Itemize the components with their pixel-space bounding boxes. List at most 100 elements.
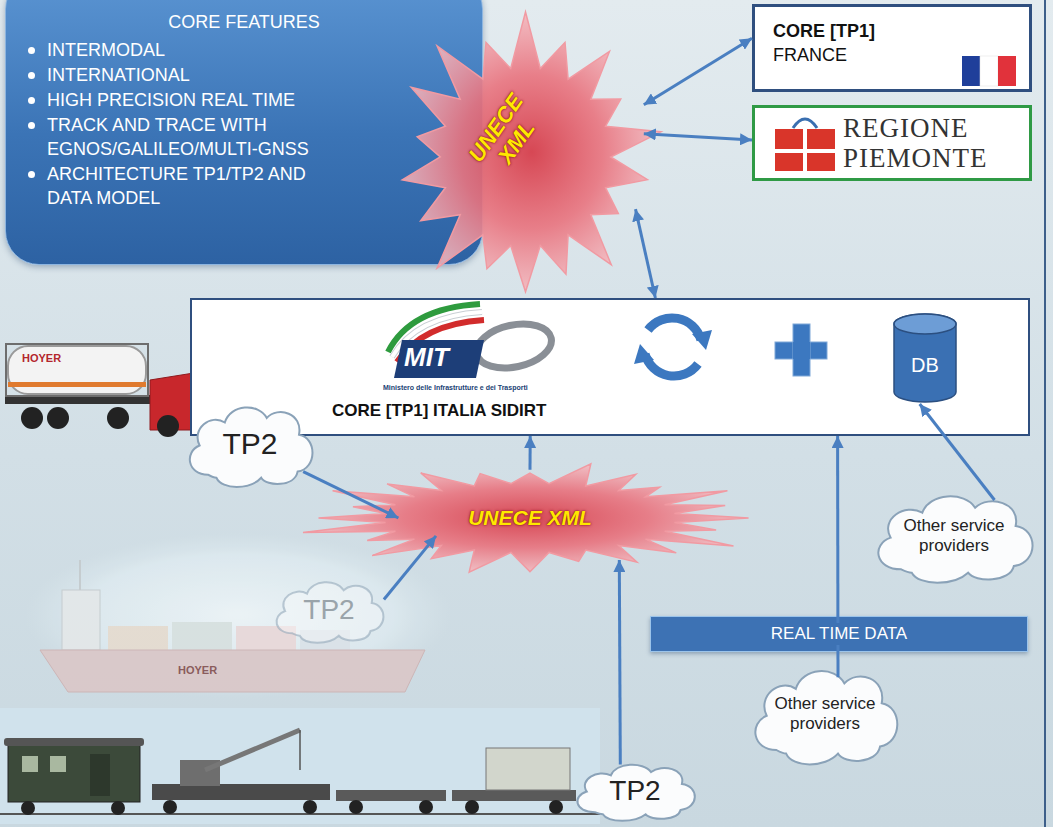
logo-text: MIT <box>404 342 449 372</box>
starburst-shape <box>388 12 663 302</box>
feature-item: TRACK AND TRACE WITH EGNOS/GALILEO/MULTI… <box>47 113 332 161</box>
flag-blue <box>962 56 980 86</box>
truck-wheel <box>47 407 69 429</box>
message-starburst: UNECE XML <box>388 12 663 302</box>
flow-arrow <box>619 560 620 765</box>
ship-bridge <box>62 590 100 650</box>
crane-arm <box>205 730 300 770</box>
crane-hook <box>299 730 301 770</box>
flow-arrow <box>920 404 995 500</box>
train-track <box>0 813 600 815</box>
brand-name: HOYER <box>22 352 61 365</box>
flow-arrow <box>636 209 656 298</box>
bullet-row: TRACK AND TRACE WITH EGNOS/GALILEO/MULTI… <box>28 113 482 161</box>
train-wheel <box>349 800 363 814</box>
plus-bar <box>793 324 810 376</box>
node-content: TP2 <box>180 398 320 490</box>
system-name: CORE [TP1] <box>773 19 1011 43</box>
flow-arrow <box>384 536 436 600</box>
flow-arrow <box>644 38 752 105</box>
emblem-square <box>807 153 835 171</box>
node-content: Other service providers <box>866 486 1042 586</box>
train-wheel <box>549 800 563 814</box>
flag-red <box>998 56 1016 86</box>
piemonte-emblem <box>775 119 835 171</box>
system-box: CORE [TP1]FRANCE <box>752 4 1032 92</box>
coach-roof <box>4 738 144 746</box>
format-label: UNECE XML <box>459 83 553 187</box>
panel-heading: CORE FEATURES <box>6 10 482 34</box>
label-holder: MIT <box>404 342 449 372</box>
flow-arrow <box>644 134 752 140</box>
crane-base <box>152 784 330 800</box>
cloud-outline <box>190 407 313 486</box>
node-content: UNECE XML <box>388 12 663 302</box>
train-wheel <box>303 800 317 814</box>
provider-cloud: Other service providers <box>866 486 1042 586</box>
node-content: TP2 <box>268 575 390 645</box>
flow-arrow <box>836 436 839 677</box>
provider-cloud: TP2 <box>568 758 702 823</box>
node-content: TP2 <box>568 758 702 823</box>
plus-bar <box>775 342 827 359</box>
flow-arrow <box>303 472 398 518</box>
provider-cloud: TP2 <box>268 575 390 645</box>
database-cylinder: DB <box>892 312 958 404</box>
train-wheel <box>163 800 177 814</box>
bullet-dot <box>28 122 35 129</box>
sync-head <box>634 344 654 364</box>
bullet-row: ARCHITECTURE TP1/TP2 AND DATA MODEL <box>28 162 482 210</box>
feature-item: ARCHITECTURE TP1/TP2 AND DATA MODEL <box>47 162 332 210</box>
emblem-square <box>807 129 835 149</box>
mit-logo <box>388 304 556 378</box>
cloud-outline <box>878 496 1032 582</box>
provider-cloud: TP2 <box>180 398 320 490</box>
ship-illustration <box>16 529 460 701</box>
label-holder: Ministero delle Infrastrutture e dei Tra… <box>383 383 528 392</box>
emblem-square <box>775 129 803 149</box>
train-illustration <box>0 708 600 824</box>
ministry-name: Ministero delle Infrastrutture e dei Tra… <box>383 383 528 392</box>
truck-wheel <box>21 407 43 429</box>
truck-wheel <box>107 407 129 429</box>
node-content: Other service providers <box>744 660 906 768</box>
node-content: CORE [TP1]FRANCE <box>755 7 1029 89</box>
node-content: DB <box>892 312 958 404</box>
node-content: REGIONE PIEMONTE <box>755 108 1029 178</box>
logo-tag <box>394 340 484 378</box>
region-box: REGIONE PIEMONTE <box>752 105 1032 181</box>
feature-panel: CORE FEATURES INTERMODALINTERNATIONALHIGH… <box>5 0 483 265</box>
flat-wagon <box>336 790 446 801</box>
frame-line <box>1044 0 1046 827</box>
sync-arc <box>648 318 701 340</box>
bullet-row: INTERMODAL <box>28 38 482 62</box>
ship-container <box>108 626 168 650</box>
core-system-box: CORE [TP1] ITALIA SIDIRTDB <box>190 298 1030 436</box>
node-content: UNECE XML <box>295 462 765 574</box>
cloud-label: TP2 <box>289 593 369 627</box>
bullet-row: INTERNATIONAL <box>28 63 482 87</box>
cloud-label: Other service providers <box>892 516 1017 556</box>
cylinder-top <box>894 314 956 334</box>
node-content: CORE FEATURES INTERMODALINTERNATIONALHIGH… <box>6 0 482 264</box>
cloud-label: Other service providers <box>765 694 885 734</box>
region-logo-text: REGIONE PIEMONTE <box>843 113 1023 173</box>
bullet-dot <box>28 47 35 54</box>
cloud-label: TP2 <box>590 774 680 808</box>
france-flag <box>962 56 1016 86</box>
feature-item: HIGH PRECISION REAL TIME <box>47 88 332 112</box>
ship-mast <box>79 560 81 590</box>
train-ground <box>0 708 600 824</box>
ship-hull <box>40 650 425 692</box>
train-wheel <box>21 801 35 815</box>
train-wheel <box>419 800 433 814</box>
plus-center <box>793 342 810 359</box>
flow-arrow <box>529 436 532 470</box>
sync-head <box>692 330 712 350</box>
label-holder: HOYER <box>22 352 61 365</box>
starburst-outline <box>402 12 661 292</box>
coach-window <box>50 756 66 772</box>
coach-window <box>22 756 38 772</box>
format-label: UNECE XML <box>425 506 635 530</box>
